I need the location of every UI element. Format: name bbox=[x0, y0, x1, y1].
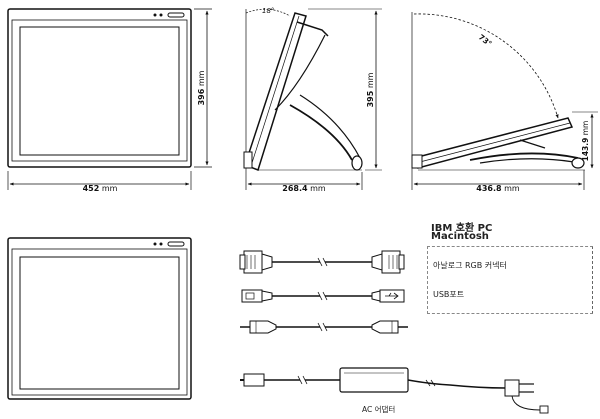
audio-plug-right bbox=[371, 320, 399, 334]
monitor2-led-1 bbox=[153, 242, 157, 246]
usb-port-label: USB포트 bbox=[433, 290, 465, 299]
flat-angle-label: 73° bbox=[477, 32, 494, 48]
rgb-connector-label: 아날로그 RGB 커넥터 bbox=[433, 261, 507, 270]
svg-text:143.9 mm: 143.9 mm bbox=[581, 121, 590, 162]
dc-plug bbox=[243, 373, 265, 387]
vga-cable bbox=[239, 250, 405, 274]
svg-text:396 mm: 396 mm bbox=[197, 70, 206, 105]
front-width-value: 452 bbox=[83, 184, 100, 193]
usb-cable bbox=[241, 289, 405, 303]
front-power-bar bbox=[167, 12, 185, 18]
front-view: 452 mm 396 mm bbox=[7, 8, 212, 193]
side-depth-unit: mm bbox=[310, 184, 326, 193]
ac-adapter-brick bbox=[339, 367, 409, 393]
tilt-angle-label: 18° bbox=[262, 7, 274, 15]
svg-text:452 mm: 452 mm bbox=[83, 184, 118, 193]
ac-adapter-label: AC 어댑터 bbox=[362, 405, 396, 414]
side-stand-arm bbox=[296, 21, 329, 37]
monitor2-led-2 bbox=[159, 242, 163, 246]
monitor-front-illustration bbox=[7, 237, 192, 400]
connector-heading-line2: Macintosh bbox=[431, 231, 489, 242]
front-height-unit: mm bbox=[197, 70, 206, 86]
ac-adapter bbox=[240, 367, 549, 414]
flat-stand-foot bbox=[571, 157, 585, 169]
svg-text:436.8 mm: 436.8 mm bbox=[476, 184, 520, 193]
monitor2-screen bbox=[19, 256, 180, 390]
monitor-inner-frame bbox=[11, 19, 188, 162]
front-height-value: 396 bbox=[197, 88, 206, 105]
flat-angle-arc bbox=[413, 13, 559, 119]
front-width-unit: mm bbox=[102, 184, 118, 193]
monitor-bezel bbox=[7, 8, 192, 168]
flat-height-value: 143.9 bbox=[581, 138, 590, 162]
side-depth-value: 268.4 bbox=[282, 184, 308, 193]
side-view: 18° 268.4 mm 395 mm bbox=[243, 7, 382, 193]
front-led-2 bbox=[159, 13, 163, 17]
monitor2-bezel bbox=[7, 237, 192, 400]
monitor2-power-bar bbox=[167, 241, 185, 247]
flat-height-unit: mm bbox=[581, 121, 590, 136]
usb-b-connector bbox=[241, 289, 263, 303]
flat-view: 73° 436.8 mm 143.9 mm bbox=[411, 12, 598, 193]
monitor-screen bbox=[19, 26, 180, 156]
side-stand-foot bbox=[351, 155, 363, 171]
side-height-value: 395 bbox=[366, 90, 375, 107]
connector-heading-line1: IBM 호환 PC bbox=[431, 223, 493, 234]
flat-depth-value: 436.8 bbox=[476, 184, 502, 193]
audio-plug-left bbox=[249, 320, 277, 334]
svg-text:268.4 mm: 268.4 mm bbox=[282, 184, 326, 193]
side-monitor-body bbox=[244, 12, 307, 171]
connector-legend-box bbox=[427, 246, 593, 314]
side-height-unit: mm bbox=[366, 72, 375, 88]
flat-depth-unit: mm bbox=[504, 184, 520, 193]
svg-text:395 mm: 395 mm bbox=[366, 72, 375, 107]
power-plug bbox=[504, 379, 520, 397]
audio-cable bbox=[240, 320, 408, 334]
front-led-1 bbox=[153, 13, 157, 17]
